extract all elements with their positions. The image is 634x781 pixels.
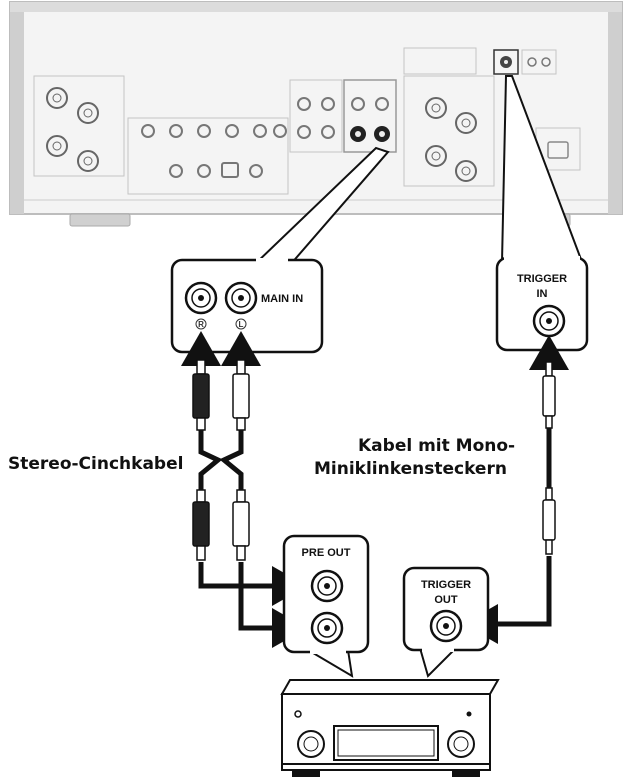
pre-out-callout: PRE OUT (282, 534, 370, 678)
receiver-indicator (466, 711, 472, 717)
rca-plug-bottom-r (192, 489, 210, 561)
av-receiver (280, 679, 500, 777)
trigger-out-callout-pointer (418, 647, 459, 678)
ac-inlet (547, 141, 569, 159)
pre-out-label: PRE OUT (302, 547, 351, 559)
minijack-plug-top (542, 361, 556, 429)
main-in-panel-jacks (350, 97, 390, 142)
stereo-rca-cable (181, 331, 307, 648)
rca-plug-top-r (192, 359, 210, 431)
jack-r-label: R (198, 320, 204, 329)
rca-plug-top-l (232, 359, 250, 431)
aux-jacks (297, 97, 335, 139)
rca-plug-bottom-l (232, 489, 250, 561)
receiver-foot-right (452, 770, 480, 777)
mono-cable-label-line2: Miniklinkensteckern (314, 459, 507, 479)
receiver-power-button (294, 710, 302, 718)
system-connector-frame (403, 47, 477, 75)
receiver-knob-right (447, 730, 475, 758)
main-in-label: MAIN IN (261, 293, 303, 305)
arrow-to-pre-out-top (198, 562, 307, 606)
speaker-terminals-b-frame (403, 75, 495, 187)
amplifier-right-side (608, 12, 622, 214)
receiver-top (280, 679, 500, 695)
trigger-out-label-line1: TRIGGER (421, 579, 471, 591)
trigger-in-box (495, 256, 589, 352)
main-in-callout: MAIN IN R L (170, 146, 390, 354)
speaker-terminals-b (425, 97, 477, 182)
receiver-foot-left (292, 770, 320, 777)
jack-l-label: L (239, 320, 244, 329)
trigger-panel-frame (493, 49, 519, 75)
arrow-to-pre-out-bottom (238, 562, 307, 648)
trigger-out-callout: TRIGGER OUT (402, 566, 490, 678)
amplifier-foot-left (69, 213, 131, 227)
rca-input-jacks (141, 124, 287, 178)
receiver-display (333, 725, 439, 761)
speaker-terminals-a (46, 87, 99, 172)
amplifier-top-edge (10, 2, 622, 12)
stereo-cable-label: Stereo-Cinchkabel (8, 454, 183, 474)
trigger-in-label-line1: TRIGGER (517, 273, 567, 285)
speaker-terminals-a-frame (33, 75, 125, 177)
trigger-in-callout: TRIGGER IN (495, 75, 589, 352)
main-in-panel-frame (343, 79, 397, 153)
mono-cable-label-line1: Kabel mit Mono- (358, 436, 515, 456)
rca-inputs-frame (127, 117, 289, 195)
aux-jacks-frame (289, 79, 343, 153)
trigger-in-label-line2: IN (537, 288, 548, 300)
remote-jacks-frame (521, 49, 557, 75)
mono-minijack-cable (463, 335, 569, 644)
trigger-out-label-line2: OUT (434, 594, 458, 606)
minijack-plug-bottom (542, 487, 556, 555)
receiver-knob-left (297, 730, 325, 758)
arrow-to-trigger-out (463, 556, 552, 644)
amplifier-left-side (10, 12, 24, 214)
